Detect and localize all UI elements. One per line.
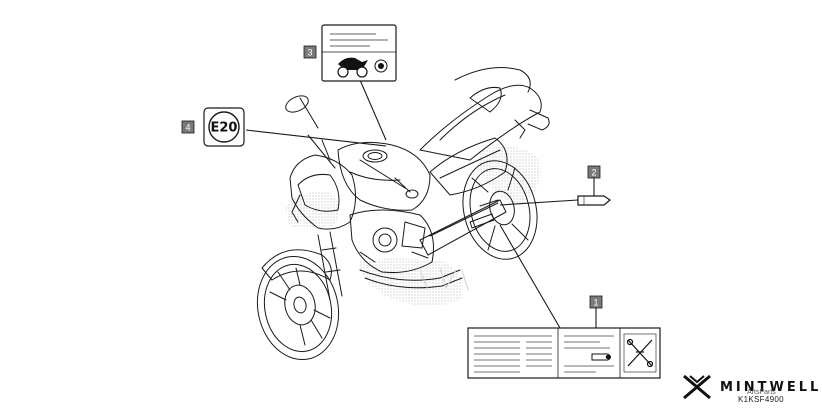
brand-mark-icon — [683, 374, 711, 400]
callout-number-2: 2 — [591, 168, 596, 178]
callout-number-1: 1 — [593, 298, 598, 308]
tool-icon — [623, 333, 657, 373]
motorcycle-icon — [337, 57, 368, 78]
callout-badge-1: 1 — [589, 295, 603, 309]
callout-badge-4: 4 — [181, 120, 195, 134]
leader-lines — [245, 79, 597, 329]
label-3-tire-info — [321, 24, 397, 82]
callout-badge-3: 3 — [303, 45, 317, 59]
diagram-part-code: K1KSF4900 — [738, 395, 784, 404]
callout-number-3: 3 — [307, 48, 312, 58]
brand-logo: MINTWELL — [682, 372, 821, 402]
brand-name: MINTWELL — [720, 379, 822, 395]
label-4-fuel: E20 — [203, 107, 245, 147]
callout-badge-2: 2 — [587, 165, 601, 179]
motorcycle-illustration — [256, 67, 550, 361]
label-2-tag — [577, 195, 612, 206]
watermark-text: ArtsParts — [747, 389, 776, 396]
fuel-grade-text: E20 — [211, 121, 238, 136]
label-1-info — [467, 327, 661, 379]
callout-number-4: 4 — [185, 123, 190, 133]
